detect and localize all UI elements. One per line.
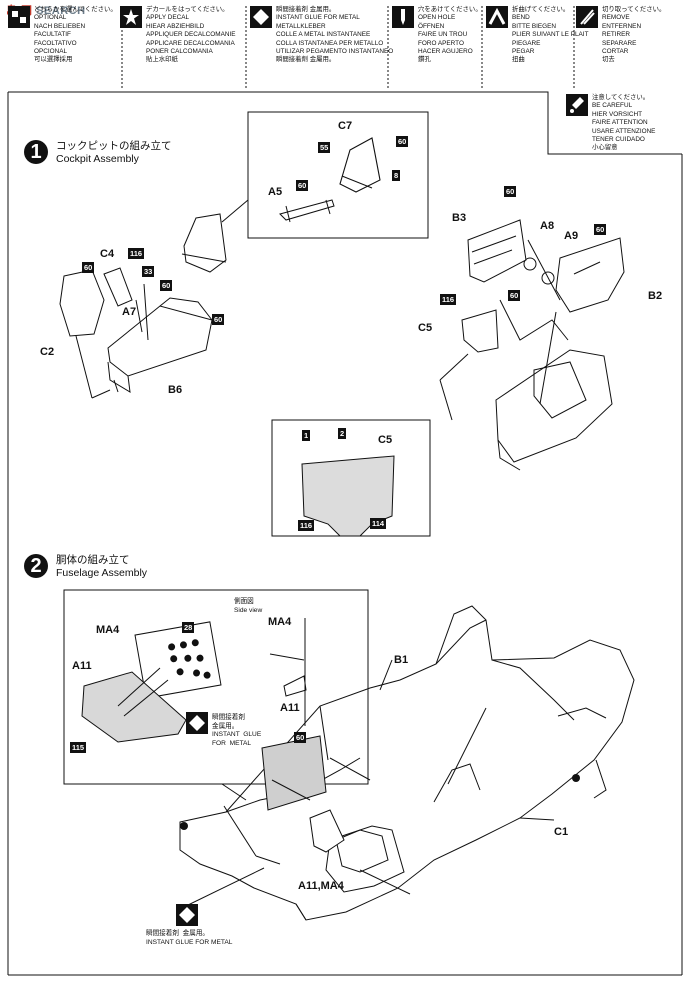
color-60: 60 <box>594 224 607 235</box>
part-b3-label: B3 <box>452 212 467 224</box>
color-60: 60 <box>296 180 309 191</box>
decal-star-icon <box>120 6 142 28</box>
legend-remove: 切り取ってください。 REMOVE ENTFERNEN RETIRER SEPA… <box>576 4 681 90</box>
color-114: 114 <box>370 518 387 529</box>
color-60: 60 <box>212 314 225 325</box>
legend-optional: どちらかを選んでください。 OPTIONAL NACH BELIEBEN FAC… <box>8 4 120 90</box>
color-116: 116 <box>128 248 145 259</box>
color-115: 115 <box>70 742 87 753</box>
part-a11-label: A11 <box>280 702 300 714</box>
glue-diamond-icon <box>186 712 208 734</box>
part-ma4-label: MA4 <box>96 624 120 636</box>
cut-icon <box>576 6 598 28</box>
color-116: 116 <box>298 520 315 531</box>
legend-open-hole: 穴をあけてください。 OPEN HOLE ÖFFNEN FAIRE UN TRO… <box>392 4 484 90</box>
optional-icon <box>8 6 30 28</box>
caution-icon <box>566 94 588 116</box>
color-33: 33 <box>142 266 155 277</box>
glue-diamond-icon <box>250 6 272 28</box>
part-b6-label: B6 <box>168 384 183 396</box>
part-a5-label: A5 <box>268 186 283 198</box>
color-28: 28 <box>182 622 195 633</box>
color-60: 60 <box>294 732 307 743</box>
part-a11-ma4-label: A11,MA4 <box>298 880 344 892</box>
caution-note: 注意してください。 BE CAREFUL HIER VORSICHT FAIRE… <box>562 92 682 154</box>
drill-icon <box>392 6 414 28</box>
color-55: 55 <box>318 142 331 153</box>
legend-open-hole-text: 穴をあけてください。 OPEN HOLE ÖFFNEN FAIRE UN TRO… <box>418 6 482 64</box>
side-view-label: 側面図 Side view <box>234 598 263 614</box>
color-60: 60 <box>508 290 521 301</box>
color-8: 8 <box>392 170 401 181</box>
step-2-number: 2 <box>24 554 48 578</box>
part-b1-label: B1 <box>394 654 409 666</box>
color-60: 60 <box>504 186 517 197</box>
part-c2-label: C2 <box>40 346 55 358</box>
legend-bend: 折曲げてください。 BEND BITTE BIEGEN PLIER SUIVAN… <box>486 4 588 90</box>
decal-2: 2 <box>338 428 347 439</box>
step-1-title: コックピットの組み立て Cockpit Assembly <box>56 140 172 165</box>
part-c4-label: C4 <box>100 248 115 260</box>
part-a9-label: A9 <box>564 230 579 242</box>
legend-optional-text: どちらかを選んでください。 OPTIONAL NACH BELIEBEN FAC… <box>34 6 117 64</box>
caution-text: 注意してください。 BE CAREFUL HIER VORSICHT FAIRE… <box>592 94 656 152</box>
legend-apply-decal: デカールをはってください。 APPLY DECAL HIEAR ABZIEHBI… <box>120 4 238 90</box>
part-a11-label: A11 <box>72 660 92 672</box>
step-1-number: 1 <box>24 140 48 164</box>
color-60: 60 <box>82 262 95 273</box>
part-c5-label: C5 <box>418 322 433 334</box>
legend-bend-text: 折曲げてください。 BEND BITTE BIEGEN PLIER SUIVAN… <box>512 6 589 64</box>
part-c5-label: C5 <box>378 434 393 446</box>
decal-1: 1 <box>302 430 311 441</box>
color-60: 60 <box>160 280 173 291</box>
glue-note: 瞬間接着剤 金属用。 INSTANT GLUE FOR METAL <box>212 714 262 747</box>
symbol-legend: どちらかを選んでください。 OPTIONAL NACH BELIEBEN FAC… <box>8 4 681 92</box>
part-ma4-label: MA4 <box>268 616 292 628</box>
part-a7-label: A7 <box>122 306 137 318</box>
part-a8-label: A8 <box>540 220 555 232</box>
glue-diamond-icon <box>176 904 198 926</box>
glue-note-bottom: 瞬間接着剤 金属用。 INSTANT GLUE FOR METAL <box>146 930 233 946</box>
part-c7-label: C7 <box>338 120 353 132</box>
part-b2-label: B2 <box>648 290 663 302</box>
legend-remove-text: 切り取ってください。 REMOVE ENTFERNEN RETIRER SEPA… <box>602 6 666 64</box>
bend-icon <box>486 6 508 28</box>
color-116: 116 <box>440 294 457 305</box>
legend-apply-decal-text: デカールをはってください。 APPLY DECAL HIEAR ABZIEHBI… <box>146 6 236 64</box>
step-2-title: 胴体の組み立て Fuselage Assembly <box>56 554 148 579</box>
legend-instant-glue: 瞬間接着剤 金属用。 INSTANT GLUE FOR METAL METALL… <box>250 4 393 90</box>
legend-instant-glue-text: 瞬間接着剤 金属用。 INSTANT GLUE FOR METAL METALL… <box>276 6 394 64</box>
color-60: 60 <box>396 136 409 147</box>
part-c1-label: C1 <box>554 826 569 838</box>
